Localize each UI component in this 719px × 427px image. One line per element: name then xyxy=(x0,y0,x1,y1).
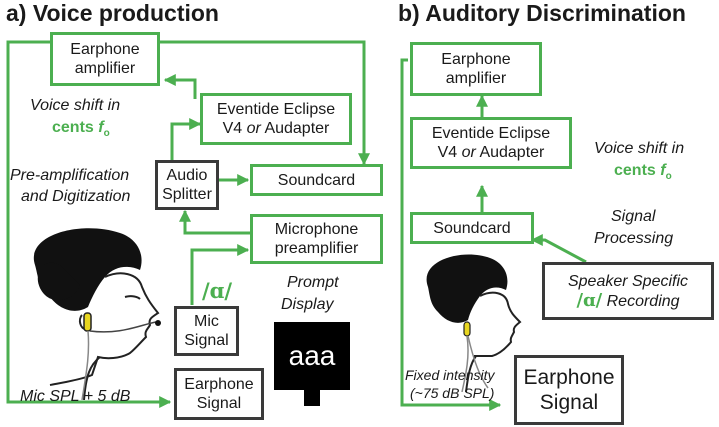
eventide-line1: Eventide Eclipse xyxy=(216,101,336,118)
fixed-intensity-line2: (~75 dB SPL) xyxy=(410,385,495,401)
voice-shift-label-b: Voice shift in xyxy=(594,140,685,157)
eventide-or: or xyxy=(246,120,261,137)
mic-preamp-line2: preamplifier xyxy=(274,240,359,257)
earphone-amplifier-box: Earphone amplifier xyxy=(50,32,160,86)
eventide-b-v4: V4 xyxy=(437,144,462,161)
soundcard-box: Soundcard xyxy=(250,164,383,196)
f-symbol-a: f xyxy=(98,119,104,136)
earphone-amplifier-box-b: Earphone amplifier xyxy=(410,42,542,96)
earphone-amplifier-b-line1: Earphone xyxy=(441,51,511,68)
mic-signal-line1: Mic xyxy=(194,313,219,330)
recording-word: Recording xyxy=(602,292,680,310)
signal-processing-line1: Signal xyxy=(611,208,656,225)
arrow-amp-to-earphone-signal xyxy=(6,40,172,408)
fixed-intensity-line1: Fixed intensity xyxy=(405,367,495,383)
arrow-splitter-to-eventide xyxy=(170,118,202,162)
earphone-signal-box-a: Earphone Signal xyxy=(174,368,264,420)
earphone-signal-a-line1: Earphone xyxy=(184,376,254,393)
arrow-eventide-to-amp xyxy=(163,74,197,99)
earphone-signal-box-b: Earphone Signal xyxy=(514,355,624,425)
earphone-signal-a-line2: Signal xyxy=(196,395,242,412)
prompt-label-line1: Prompt xyxy=(287,274,339,291)
earphone-amplifier-line1: Earphone xyxy=(70,41,140,58)
eventide-line2: V4 or Audapter xyxy=(223,119,330,138)
eventide-audapter: Audapter xyxy=(260,120,330,137)
audio-splitter-box: Audio Splitter xyxy=(155,160,219,210)
arrow-preamp-to-splitter xyxy=(179,209,250,235)
panel-b-title: b) Auditory Discrimination xyxy=(398,0,686,26)
eventide-b-audapter: Audapter xyxy=(475,144,545,161)
eventide-b-or: or xyxy=(461,144,476,161)
eventide-box-b: Eventide Eclipse V4 or Audapter xyxy=(410,117,572,169)
cents-word-a: cents xyxy=(52,119,99,136)
pre-amp-label-line1: Pre-amplification xyxy=(10,167,130,184)
arrow-amp-b-to-earphone-signal-b xyxy=(400,58,502,411)
eventide-v4: V4 xyxy=(222,120,247,137)
panel-a-title: a) Voice production xyxy=(6,0,219,26)
earphone-amplifier-b-line2: amplifier xyxy=(445,70,507,87)
o-subscript-a: o xyxy=(103,128,110,140)
mic-spl-label: Mic SPL + 5 dB xyxy=(20,388,131,405)
prompt-display-screen: aaa xyxy=(274,322,350,390)
pre-amp-label-line2: and Digitization xyxy=(21,188,131,205)
eventide-b-line2: V4 or Audapter xyxy=(438,143,545,162)
voice-shift-label-a: Voice shift in xyxy=(30,97,121,114)
earphone-signal-b-line1: Earphone xyxy=(523,366,615,389)
earphone-signal-b-line2: Signal xyxy=(539,391,599,414)
cents-fo-label-b: cents fo xyxy=(614,160,672,187)
speaker-recording-box: Speaker Specific /ɑ/ Recording xyxy=(542,262,714,320)
earphone-amplifier-line2: amplifier xyxy=(74,60,136,77)
soundcard-box-b: Soundcard xyxy=(410,212,534,244)
speaker-head-illustration-a xyxy=(33,228,161,400)
eventide-b-line1: Eventide Eclipse xyxy=(431,125,551,142)
arrow-mic-to-preamp xyxy=(190,244,250,305)
audio-splitter-line2: Splitter xyxy=(162,186,212,203)
audio-splitter-line1: Audio xyxy=(166,167,208,184)
speaker-recording-line2: /ɑ/ Recording xyxy=(576,291,679,311)
mic-signal-box: Mic Signal xyxy=(174,306,239,356)
signal-processing-line2: Processing xyxy=(594,230,674,247)
prompt-display-stand xyxy=(304,390,320,406)
o-subscript-b: o xyxy=(665,171,672,183)
arrow-recording-to-soundcard-b xyxy=(530,234,587,264)
f-symbol-b: f xyxy=(660,162,666,179)
speaker-head-illustration-b xyxy=(426,254,522,392)
vowel-symbol-a: /ɑ/ xyxy=(202,278,233,303)
mic-preamp-box: Microphone preamplifier xyxy=(250,214,383,264)
cents-word-b: cents xyxy=(614,162,661,179)
prompt-label-line2: Display xyxy=(281,296,334,313)
arrow-amp-to-soundcard xyxy=(160,40,370,166)
speaker-recording-line1: Speaker Specific xyxy=(567,272,689,290)
eventide-box: Eventide Eclipse V4 or Audapter xyxy=(200,93,352,145)
mic-signal-line2: Signal xyxy=(184,332,229,349)
cents-fo-label-a: cents fo xyxy=(52,117,110,144)
mic-preamp-line1: Microphone xyxy=(274,221,359,238)
vowel-symbol-b: /ɑ/ xyxy=(576,289,603,311)
